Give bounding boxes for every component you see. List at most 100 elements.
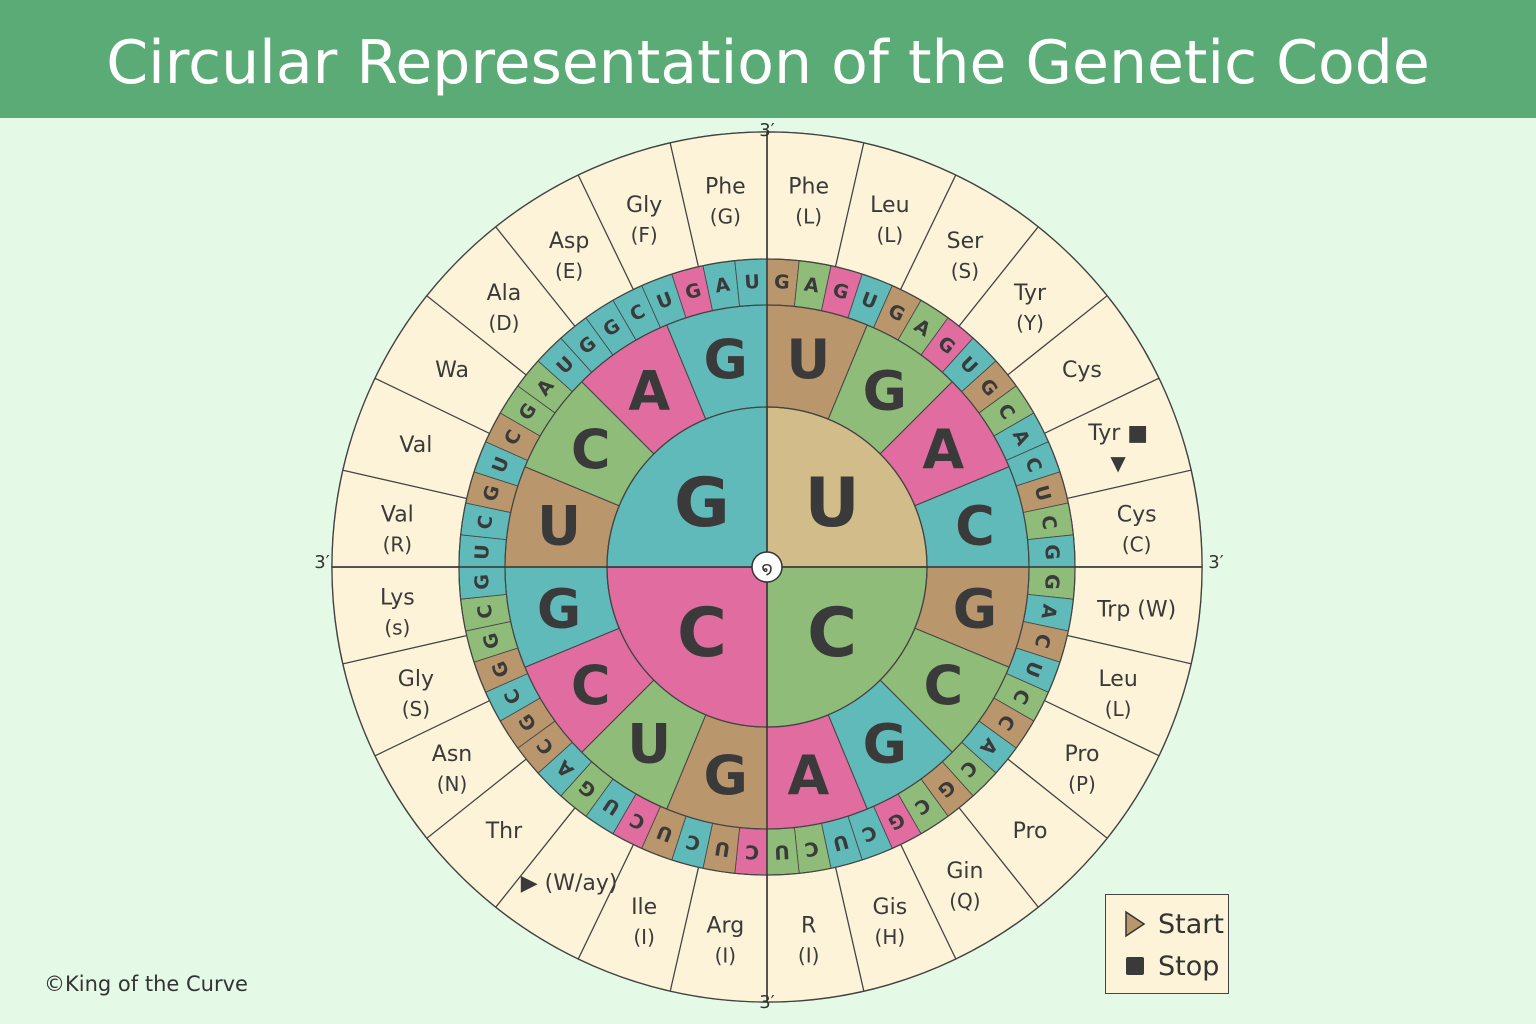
amino-acid-name: Lys [380, 586, 415, 611]
third-base-letter: G [683, 279, 704, 304]
third-base-letter: C [1030, 631, 1055, 650]
third-base-letter: A [1036, 603, 1060, 621]
second-base-letter: G [863, 360, 907, 423]
third-base-letter: U [1030, 483, 1055, 504]
amino-acid-code: (Q) [949, 889, 980, 913]
third-base-letter: U [858, 288, 880, 314]
second-base-letter: G [953, 577, 997, 640]
amino-acid-name: Val [399, 433, 432, 458]
amino-acid-name: Gin [946, 859, 983, 884]
second-base-letter: G [703, 744, 747, 807]
amino-acid-code: (L) [795, 204, 822, 228]
second-base-letter: U [537, 495, 581, 558]
amino-acid-name: Trp (W) [1096, 598, 1176, 623]
amino-acid-name: Arg [707, 914, 745, 939]
title-banner [0, 0, 1536, 118]
third-base-letter: C [803, 837, 820, 861]
legend-start-row: Start [1124, 906, 1224, 942]
first-base-letter: G [674, 464, 730, 543]
amino-acid-code: (P) [1068, 772, 1096, 796]
amino-acid-name: Gis [873, 895, 908, 920]
legend-stop-row: Stop [1124, 948, 1219, 984]
third-base-letter: C [684, 830, 703, 855]
amino-acid-code: (E) [555, 259, 583, 283]
amino-acid-code: (N) [437, 772, 468, 796]
amino-acid-code: (F) [631, 223, 658, 247]
amino-acid-name: Wa [435, 358, 469, 383]
amino-acid-name: Tyr ■ [1087, 421, 1148, 446]
amino-acid-code: (L) [876, 223, 903, 247]
amino-acid-name: Leu [1098, 667, 1137, 692]
amino-acid-name: Asp [549, 229, 589, 254]
third-base-letter: U [713, 836, 732, 860]
third-base-letter: U [830, 830, 851, 855]
second-base-letter: G [703, 328, 747, 391]
third-base-letter: G [1040, 544, 1063, 561]
amino-acid-name: ▶ (W/ay) [521, 871, 618, 896]
third-base-letter: C [474, 514, 498, 531]
third-base-letter: C [474, 603, 498, 620]
third-base-letter: G [830, 279, 851, 304]
third-base-letter: A [713, 273, 731, 297]
center-symbol: ໑ [761, 558, 773, 579]
third-base-letter: U [488, 454, 514, 476]
second-base-letter: U [786, 328, 830, 391]
amino-acid-name: R [801, 914, 816, 939]
third-base-letter: G [774, 271, 791, 294]
amino-acid-name: Cys [1117, 502, 1157, 527]
center-circle [751, 551, 783, 583]
third-base-letter: G [479, 483, 504, 504]
second-base-letter: A [787, 744, 829, 807]
third-base-letter: G [1040, 574, 1063, 591]
legend-stop-label: Stop [1158, 950, 1220, 982]
second-base-letter: C [571, 418, 611, 481]
amino-acid-code: (S) [951, 259, 979, 283]
second-base-letter: A [922, 418, 964, 481]
third-base-letter: C [745, 840, 760, 863]
third-base-letter: A [803, 273, 821, 297]
amino-acid-code: (L) [1105, 697, 1132, 721]
amino-acid-code: (C) [1122, 532, 1152, 556]
third-base-letter: U [1020, 658, 1046, 680]
amino-acid-name: Ser [947, 229, 985, 254]
third-base-letter: U [774, 840, 791, 863]
amino-acid-code: (G) [710, 204, 741, 228]
copyright-text: ©King of the Curve [44, 972, 248, 996]
third-base-letter: U [654, 288, 676, 314]
second-base-letter: U [627, 712, 671, 775]
amino-acid-code: (S) [402, 697, 430, 721]
legend-start-label: Start [1158, 908, 1224, 940]
amino-acid-code: (s) [384, 616, 410, 640]
amino-acid-code: (I) [633, 925, 655, 949]
third-base-letter: C [1037, 514, 1061, 531]
amino-acid-name: Gly [398, 667, 434, 692]
third-base-letter: G [488, 658, 514, 680]
amino-acid-name: Phe [788, 174, 829, 199]
amino-acid-name: Phe [705, 174, 746, 199]
third-base-letter: U [744, 271, 761, 294]
start-triangle-icon [1125, 910, 1146, 938]
amino-acid-name: Pro [1065, 742, 1100, 767]
amino-acid-name: Val [381, 502, 414, 527]
amino-acid-name: Tyr [1013, 281, 1047, 306]
amino-acid-name: Gly [626, 193, 662, 218]
amino-acid-name: Thr [485, 819, 523, 844]
second-base-letter: G [537, 577, 581, 640]
second-base-letter: C [923, 654, 963, 717]
center-hub: ໑ [751, 551, 783, 583]
first-base-letter: U [804, 464, 859, 543]
third-base-letter: G [471, 574, 494, 591]
second-base-letter: A [628, 360, 670, 423]
amino-acid-code: (D) [488, 311, 519, 335]
third-base-letter: G [479, 630, 504, 651]
amino-acid-name: Pro [1013, 819, 1048, 844]
amino-acid-name: Ile [631, 895, 657, 920]
third-base-letter: U [471, 544, 494, 561]
amino-acid-name: Leu [870, 193, 909, 218]
stop-square-icon [1126, 957, 1144, 975]
third-base-letter: U [654, 820, 676, 846]
first-base-letter: C [677, 594, 727, 673]
amino-acid-name: Ala [487, 281, 522, 306]
